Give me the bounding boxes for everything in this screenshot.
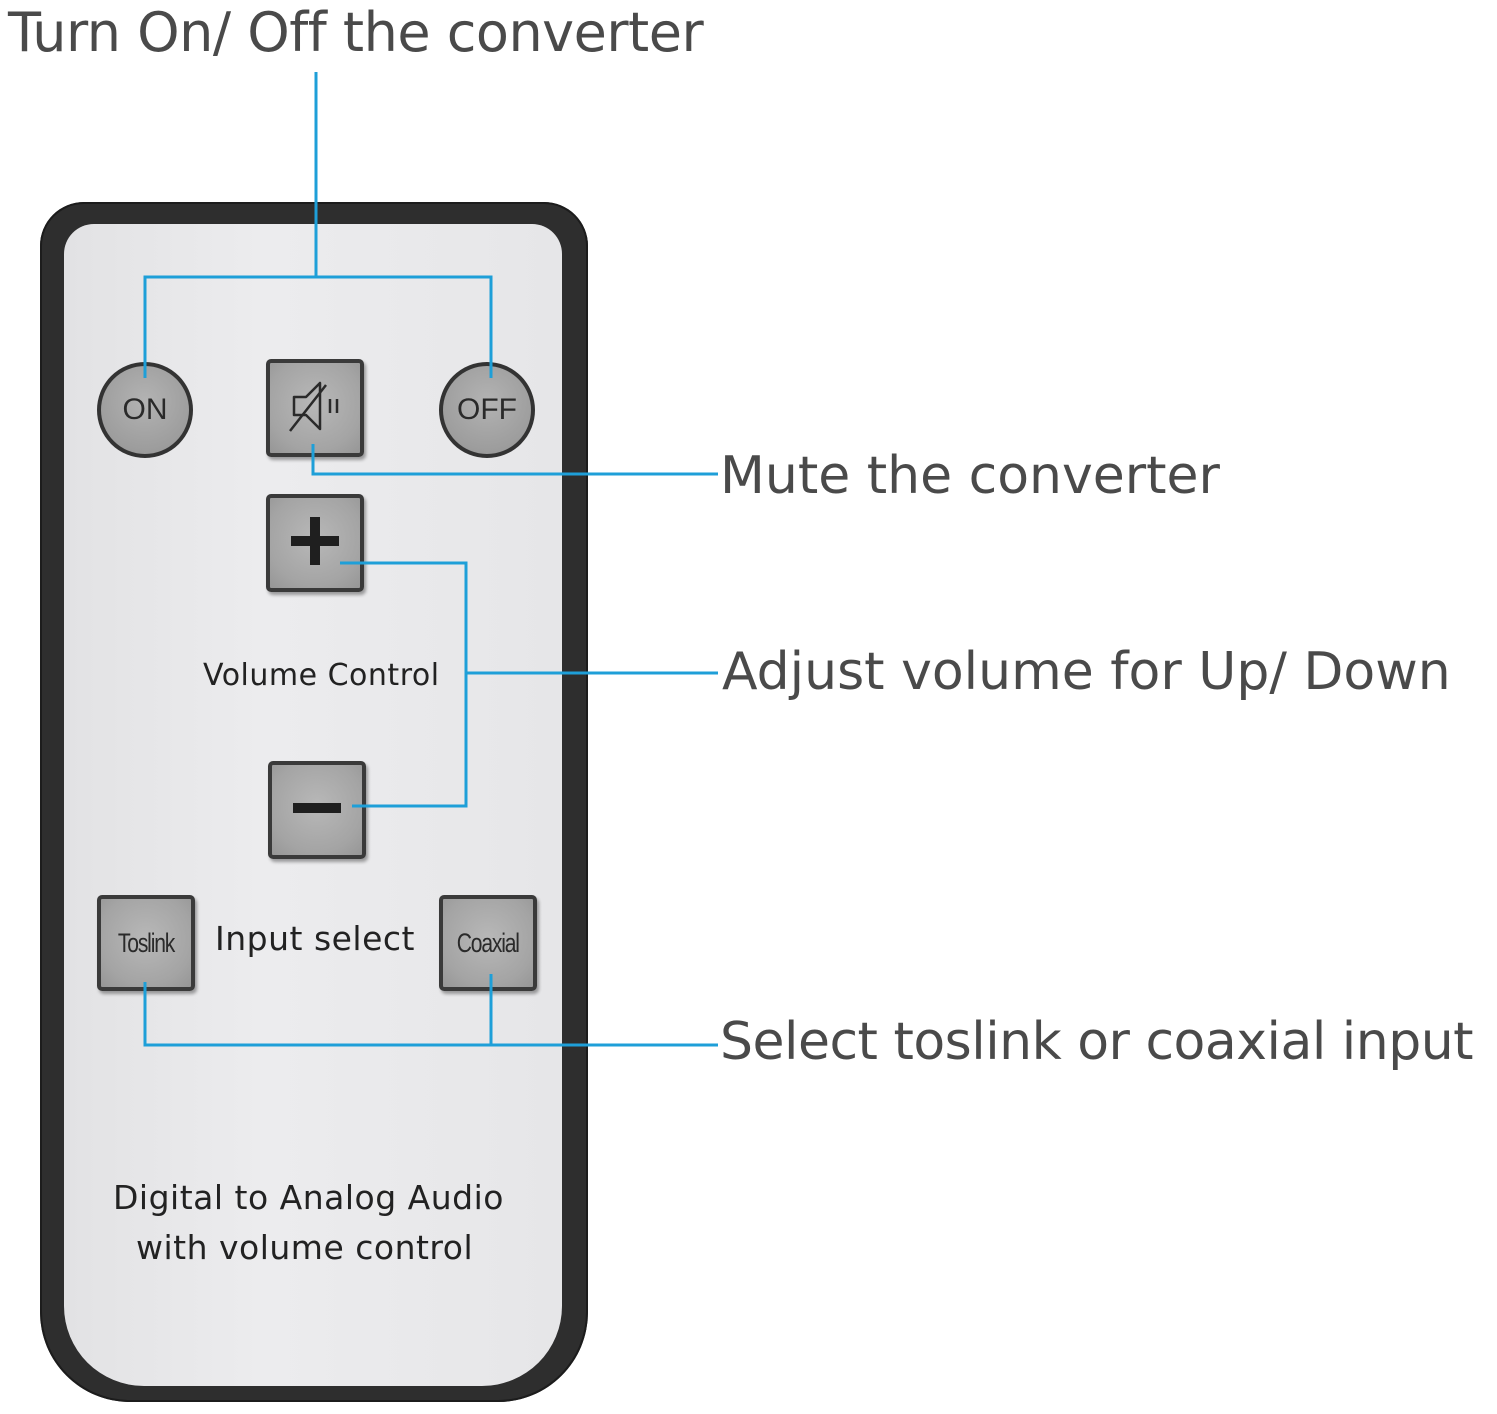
callout-volume: Adjust volume for Up/ Down [722,642,1451,702]
volume-up-button[interactable] [266,494,364,592]
coaxial-button-label: Coaxial [456,927,520,958]
plus-icon [283,509,347,577]
callout-power: Turn On/ Off the converter [8,1,704,64]
toslink-button[interactable]: Toslink [97,895,195,991]
mute-speaker-icon [280,371,350,445]
on-button-label: ON [122,393,168,426]
off-button-label: OFF [457,393,517,426]
callout-input: Select toslink or coaxial input [720,1012,1474,1072]
on-button[interactable]: ON [97,362,193,458]
product-name-line1: Digital to Analog Audio [113,1178,504,1217]
callout-mute: Mute the converter [720,446,1220,506]
volume-down-button[interactable] [268,761,366,859]
product-name-line2: with volume control [136,1228,474,1267]
off-button[interactable]: OFF [439,362,535,458]
coaxial-button[interactable]: Coaxial [439,895,537,991]
volume-control-label: Volume Control [203,658,440,693]
input-select-label: Input select [215,919,415,958]
toslink-button-label: Toslink [117,927,175,958]
minus-icon [285,776,349,844]
mute-button[interactable] [266,359,364,457]
